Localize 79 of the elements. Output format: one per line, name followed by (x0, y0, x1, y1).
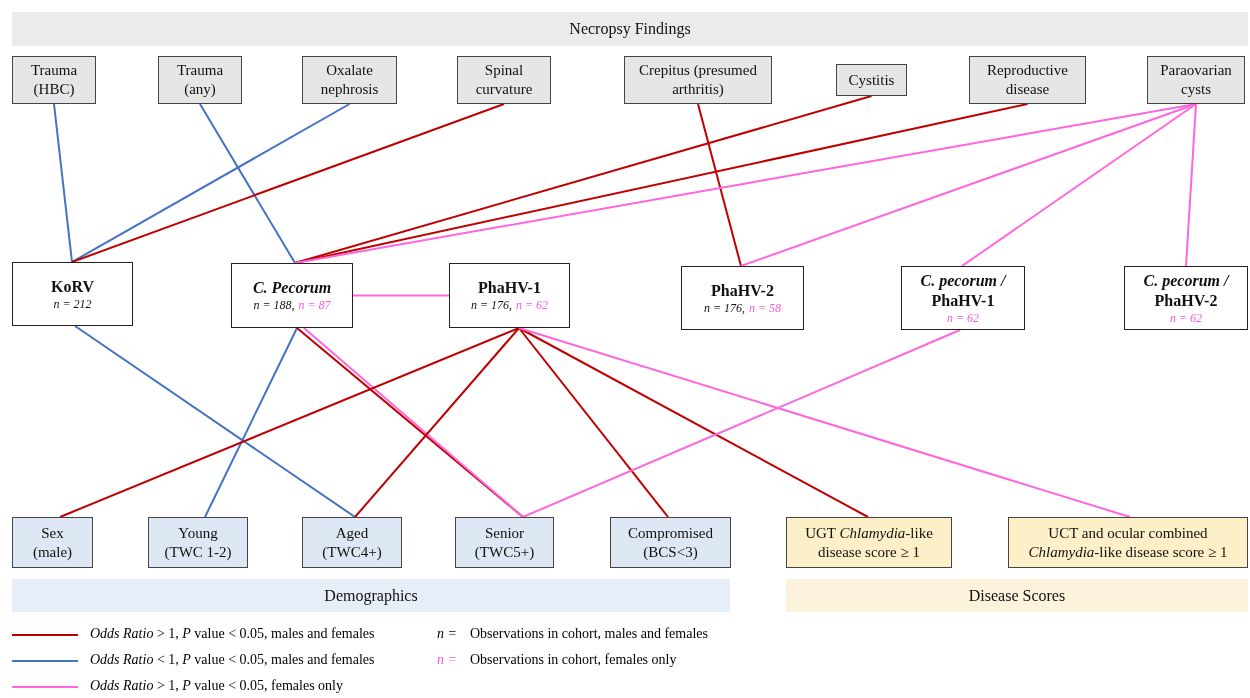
box-label: Trauma (any) (175, 61, 225, 99)
connector-line (199, 103, 296, 264)
section-heading: Disease Scores (968, 585, 1066, 606)
connector-line (352, 294, 450, 297)
demographic-box (455, 517, 554, 568)
finding-box (836, 64, 907, 96)
pathogen-box (1124, 266, 1248, 330)
box-label: C. pecorum / PhaHV-2 (1142, 270, 1231, 311)
box-label: Young (TWC 1-2) (163, 523, 233, 562)
box-label: Compromised (BCS<3) (627, 523, 714, 562)
connector-line (53, 103, 73, 263)
sample-size: n = 62 (1169, 310, 1203, 326)
legend-symbol: n = (437, 625, 457, 643)
finding-box (1147, 56, 1245, 104)
finding-box (12, 56, 96, 104)
box-label: Paraovarian cysts (1159, 61, 1233, 99)
demographic-box (12, 517, 93, 568)
box-label: Aged (TWC4+) (321, 523, 383, 562)
connector-line (294, 103, 1029, 264)
connector-line (522, 329, 961, 518)
legend-symbol: n = (437, 651, 457, 669)
connector-line (354, 327, 520, 518)
box-label: PhaHV-2 (711, 280, 774, 301)
sample-size: n = 176, (470, 298, 512, 313)
box-label: Senior (TWC5+) (473, 523, 536, 562)
box-label: UCT and ocular combined Chlamydia-like disease score ≥ 1 (1028, 523, 1228, 562)
section-heading: Necropsy Findings (569, 19, 691, 39)
box-label: PhaHV-1 (478, 278, 541, 298)
legend-text: Odds Ratio > 1, P value < 0.05, females only (90, 677, 343, 695)
demographic-box (302, 517, 402, 568)
finding-box (158, 56, 242, 104)
box-label: Crepitus (presumed arthritis) (638, 61, 758, 99)
demographic-box (148, 517, 248, 568)
connector-line (961, 103, 1197, 267)
finding-box (302, 56, 397, 104)
legend-text: Observations in cohort, males and females (470, 625, 708, 643)
sample-size: n = 188, (253, 298, 295, 313)
finding-box (457, 56, 551, 104)
connector-line (1185, 103, 1197, 267)
legend-text: Odds Ratio > 1, P value < 0.05, males and females (90, 625, 375, 643)
section-heading: Demographics (324, 585, 418, 606)
connector-line (74, 325, 356, 518)
sample-size: n = 58 (749, 300, 782, 316)
connector-line (697, 103, 742, 267)
box-label: C. pecorum / PhaHV-1 (919, 270, 1008, 311)
connector-line (518, 327, 669, 518)
connector-line (71, 103, 505, 263)
finding-box (969, 56, 1086, 104)
legend-text: Observations in cohort, females only (470, 651, 677, 669)
sample-size: n = 62 (946, 310, 980, 326)
disease-score-box (786, 517, 952, 568)
connector-line (518, 327, 1131, 518)
sample-size: n = 176, (703, 300, 745, 316)
pathogen-box (901, 266, 1025, 330)
pathogen-box (449, 263, 570, 328)
demographic-box (610, 517, 731, 568)
connector-line (71, 103, 351, 263)
disease-score-box (1008, 517, 1248, 568)
box-label: Spinal curvature (474, 61, 534, 99)
box-label: Oxalate nephrosis (319, 61, 380, 99)
pathogen-box (231, 263, 353, 328)
sample-size: n = 62 (516, 298, 549, 313)
pathogen-box (12, 262, 133, 326)
box-label: Sex (male) (31, 523, 74, 562)
box-label: Cystitis (848, 70, 895, 90)
box-label: UGT Chlamydia-like disease score ≥ 1 (804, 523, 934, 562)
box-label: C. Pecorum (252, 278, 332, 298)
sample-size: n = 87 (298, 298, 331, 313)
pathogen-box (681, 266, 804, 330)
legend-text: Odds Ratio < 1, P value < 0.05, males and females (90, 651, 375, 669)
sample-size: n = 212 (53, 296, 92, 312)
connector-line (59, 327, 520, 518)
section-band (12, 579, 730, 612)
box-label: Reproductive disease (986, 61, 1069, 99)
box-label: KoRV (51, 276, 94, 297)
section-band (786, 579, 1248, 612)
finding-box (624, 56, 772, 104)
box-label: Trauma (HBC) (29, 61, 79, 99)
connector-line (204, 327, 298, 518)
